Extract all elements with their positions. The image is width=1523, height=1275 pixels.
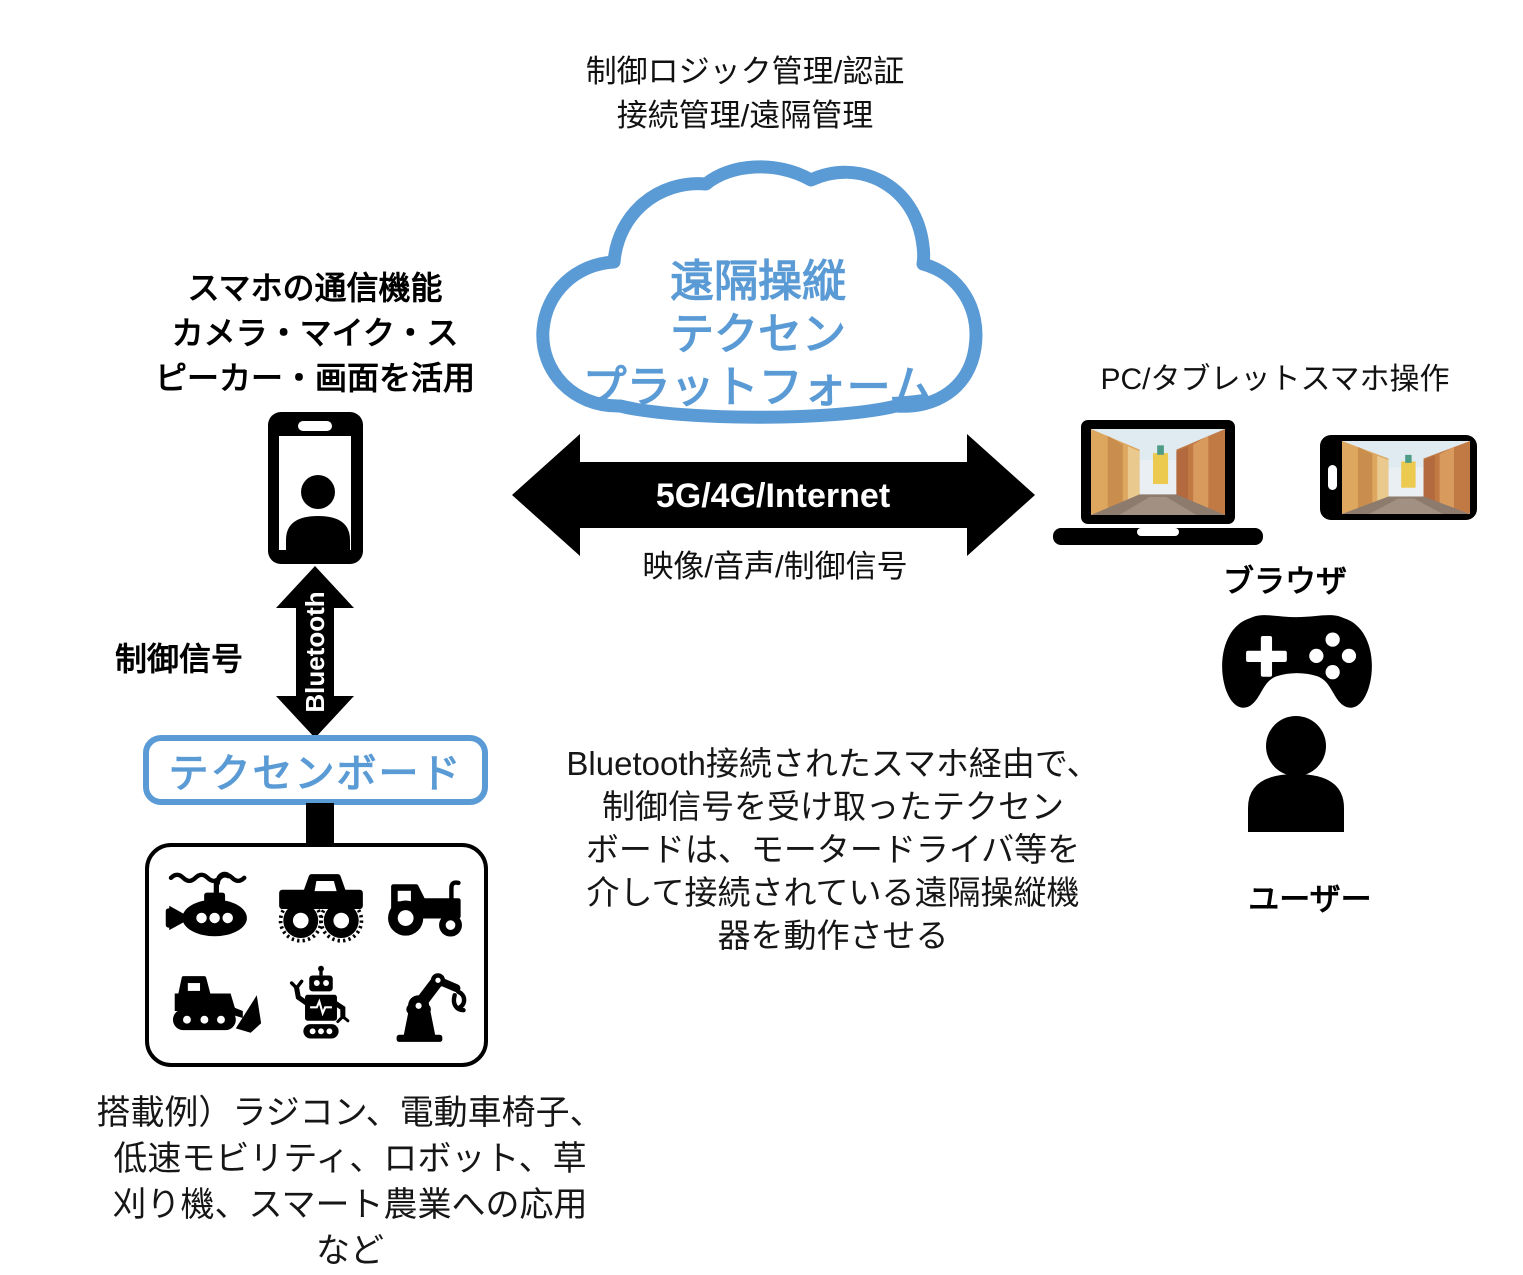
texen-board-label: テクセンボード [168, 752, 463, 796]
description-line-3: ボードは、モータードライバ等を [585, 831, 1081, 868]
robot-icon [289, 965, 349, 1039]
texen-board-box: テクセンボード [143, 735, 488, 805]
smartphone-caption-line-3: ピーカー・画面を活用 [154, 360, 475, 396]
cloud-shape [536, 160, 983, 424]
bluetooth-arrow-label: Bluetooth [300, 591, 330, 712]
examples-line-4: など [316, 1232, 384, 1270]
examples-line-2: 低速モビリティ、ロボット、草 [113, 1140, 587, 1178]
description-line-4: 介して接続されている遠隔操縦機 [586, 874, 1080, 911]
description-line-1: Bluetooth接続されたスマホ経由で、 [566, 745, 1100, 782]
platform-functions-line-2: 接続管理/遠隔管理 [616, 98, 874, 133]
examples-line-1: 搭載例）ラジコン、電動車椅子、 [96, 1094, 604, 1132]
description-line-5: 器を動作させる [717, 917, 949, 954]
browser-label: ブラウザ [1223, 564, 1347, 599]
gamepad-icon [1222, 615, 1372, 708]
robot-arm-icon [396, 973, 467, 1042]
network-double-arrow: 5G/4G/Internet [512, 434, 1035, 556]
machines-row-1 [149, 863, 484, 945]
cloud-title: 遠隔操縦 テクセン プラットフォーム [524, 255, 992, 414]
description-line-2: 制御信号を受け取ったテクセン [602, 788, 1064, 825]
bluetooth-double-arrow: Bluetooth [276, 566, 354, 738]
control-signal-label: 制御信号 [115, 641, 244, 677]
smartphone-caption-line-1: スマホの通信機能 [187, 270, 443, 306]
network-arrow-label: 5G/4G/Internet [656, 477, 890, 515]
smartphone-icon [268, 412, 363, 564]
operator-caption: PC/タブレットスマホ操作 [1100, 363, 1450, 396]
media-signals-label: 映像/音声/制御信号 [642, 549, 908, 584]
cloud-title-line-3: プラットフォーム [582, 363, 934, 412]
bulldozer-icon [172, 976, 261, 1033]
machines-box [145, 843, 488, 1067]
smartphone-caption-line-2: カメラ・マイク・ス [171, 315, 459, 351]
examples-line-3: 刈り機、スマート農業への応用 [112, 1186, 588, 1224]
cloud-title-line-1: 遠隔操縦 [670, 257, 846, 306]
platform-functions-note: 制御ロジック管理/認証 接続管理/遠隔管理 [420, 50, 1070, 138]
laptop-icon [1053, 420, 1263, 545]
tablet-phone-icon [1320, 435, 1477, 520]
board-machines-connector [306, 803, 334, 847]
machines-row-2 [149, 961, 484, 1047]
description-paragraph: Bluetooth接続されたスマホ経由で、 制御信号を受け取ったテクセン ボード… [538, 742, 1128, 957]
user-person-icon [1248, 716, 1344, 832]
tractor-icon [388, 880, 463, 937]
smartphone-caption: スマホの通信機能 カメラ・マイク・ス ピーカー・画面を活用 [110, 266, 520, 401]
monster-truck-icon [278, 874, 363, 943]
examples-caption: 搭載例）ラジコン、電動車椅子、 低速モビリティ、ロボット、草 刈り機、スマート農… [55, 1090, 645, 1274]
platform-functions-line-1: 制御ロジック管理/認証 [585, 54, 905, 89]
cloud-title-line-2: テクセン [670, 310, 846, 359]
submarine-icon [165, 871, 247, 937]
user-label: ユーザー [1248, 882, 1372, 917]
